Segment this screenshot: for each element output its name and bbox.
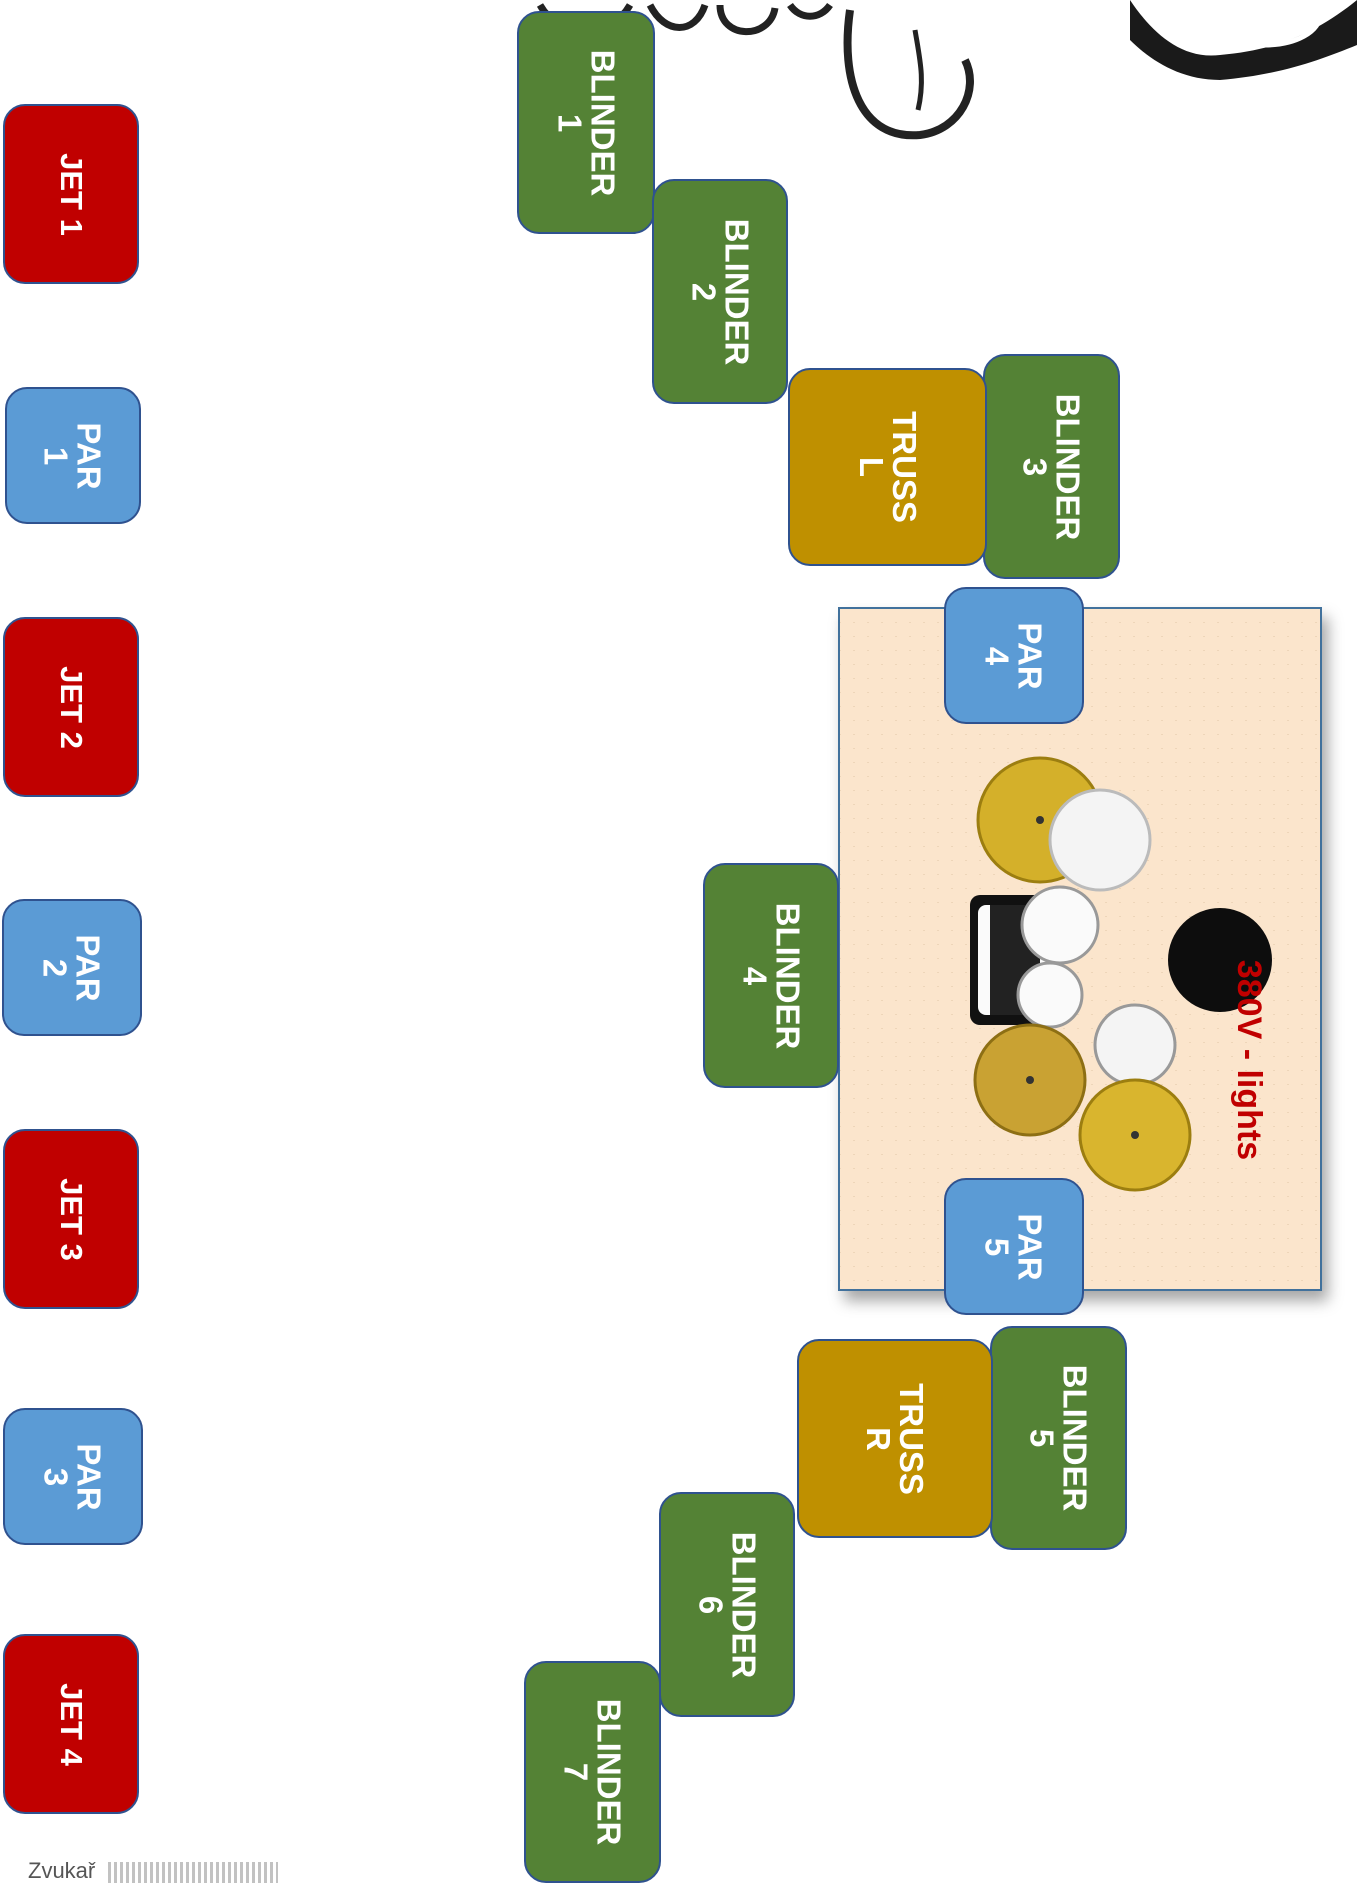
par-1: PAR 1	[5, 387, 141, 524]
jet-2-label: JET 2	[56, 666, 87, 749]
credit-text: Zvukař	[28, 1858, 95, 1884]
blinder-7: BLINDER 7	[524, 1661, 661, 1883]
jet-3-label: JET 3	[56, 1178, 87, 1261]
blinder-4: BLINDER 4	[703, 863, 839, 1088]
par-3: PAR 3	[3, 1408, 143, 1545]
blinder-1-label: BLINDER 1	[553, 49, 619, 196]
truss-right-label: TRUSS R	[862, 1383, 928, 1495]
blinder-5-label: BLINDER 5	[1026, 1365, 1092, 1512]
blinder-2: BLINDER 2	[652, 179, 788, 404]
blinder-6: BLINDER 6	[659, 1492, 795, 1717]
par-1-label: PAR 1	[40, 422, 106, 489]
par-5: PAR 5	[944, 1178, 1084, 1315]
stage-power-label: 380V - lights	[1228, 950, 1268, 1170]
blinder-3-label: BLINDER 3	[1019, 393, 1085, 540]
jet-4-label: JET 4	[56, 1683, 87, 1766]
blinder-1: BLINDER 1	[517, 11, 655, 234]
jet-4: JET 4	[3, 1634, 139, 1814]
jet-3: JET 3	[3, 1129, 139, 1309]
jet-1-label: JET 1	[56, 153, 87, 236]
blinder-7-label: BLINDER 7	[560, 1699, 626, 1846]
jet-2: JET 2	[3, 617, 139, 797]
par-4-label: PAR 4	[981, 622, 1047, 689]
par-3-label: PAR 3	[40, 1443, 106, 1510]
truss-right: TRUSS R	[797, 1339, 993, 1538]
blinder-5: BLINDER 5	[990, 1326, 1127, 1550]
credit-barcode-image	[108, 1862, 278, 1883]
par-2: PAR 2	[2, 899, 142, 1036]
par-4: PAR 4	[944, 587, 1084, 724]
par-2-label: PAR 2	[39, 934, 105, 1001]
truss-left-label: TRUSS L	[855, 411, 921, 523]
blinder-6-label: BLINDER 6	[694, 1531, 760, 1678]
jet-1: JET 1	[3, 104, 139, 284]
blinder-3: BLINDER 3	[983, 354, 1120, 579]
blinder-2-label: BLINDER 2	[687, 218, 753, 365]
blinder-4-label: BLINDER 4	[738, 902, 804, 1049]
par-5-label: PAR 5	[981, 1213, 1047, 1280]
truss-left: TRUSS L	[788, 368, 987, 566]
